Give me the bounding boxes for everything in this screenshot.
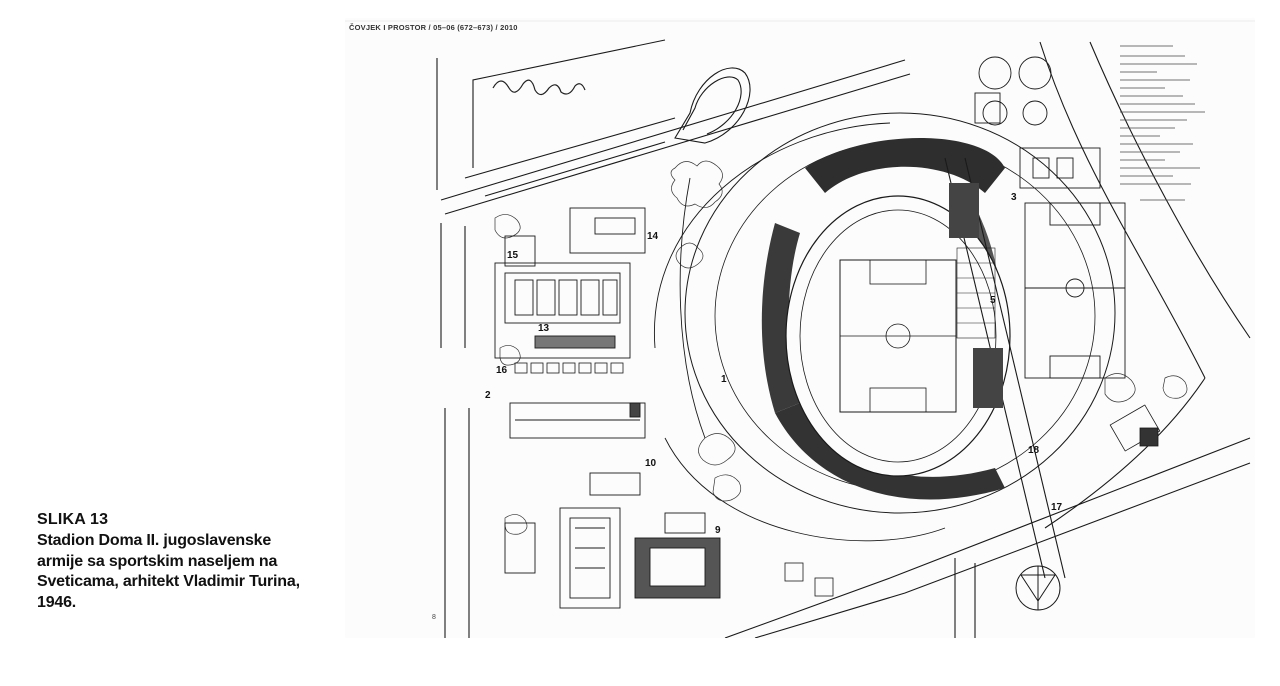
plan-label-9: 9 (715, 525, 721, 536)
plan-label-1: 1 (721, 374, 727, 385)
plan-label-14: 14 (647, 231, 659, 242)
journal-header: ČOVJEK I PROSTOR / 05–06 (672–673) / 201… (349, 23, 518, 32)
plan-label-15: 15 (507, 250, 519, 261)
plan-label-3: 3 (1011, 192, 1017, 203)
plan-label-5: 5 (990, 295, 996, 306)
figure-label: SLIKA 13 (37, 511, 109, 528)
site-plan-scan: ČOVJEK I PROSTOR / 05–06 (672–673) / 201… (345, 18, 1255, 638)
figure-caption-text: Stadion Doma II. jugoslavenske armije sa… (37, 532, 300, 611)
scan-page-number: 8 (432, 614, 436, 621)
plan-label-13: 13 (538, 323, 550, 334)
site-plan-drawing: 1 2 3 5 9 10 13 14 15 16 17 18 (345, 20, 1255, 638)
plan-label-16: 16 (496, 365, 508, 376)
figure-caption: SLIKA 13 Stadion Doma II. jugoslavenske … (37, 509, 317, 613)
plan-label-17: 17 (1051, 502, 1063, 513)
plan-label-2: 2 (485, 390, 491, 401)
plan-label-10: 10 (645, 458, 657, 469)
plan-label-18: 18 (1028, 445, 1040, 456)
